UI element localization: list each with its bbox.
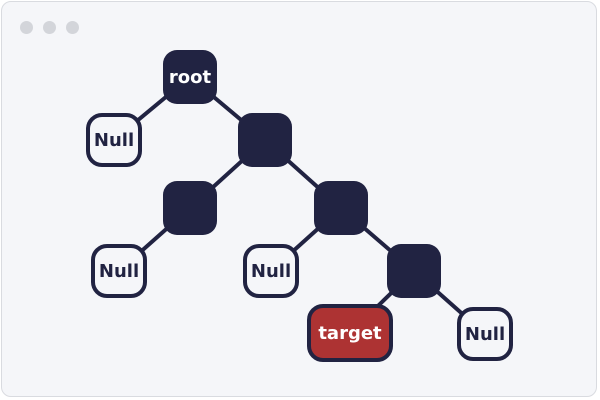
tree-node-root-left-null[interactable]: Null: [86, 113, 142, 167]
window-control-dot[interactable]: [66, 21, 79, 34]
tree-node-root-right[interactable]: [238, 113, 292, 167]
tree-node-rrr-right[interactable]: [387, 244, 441, 298]
window-control-dot[interactable]: [20, 21, 33, 34]
tree-node-box: [387, 244, 441, 298]
tree-node-box: [163, 50, 217, 104]
tree-node-box: [91, 244, 147, 298]
tree-node-rr-left[interactable]: [163, 181, 217, 235]
tree-node-label: Null: [251, 261, 291, 282]
tree-node-target[interactable]: target: [307, 304, 393, 362]
window-controls: [20, 21, 79, 34]
tree-node-box: [243, 244, 299, 298]
tree-node-box: [314, 181, 368, 235]
tree-node-box: [307, 304, 393, 362]
tree-node-box: [238, 113, 292, 167]
tree-node-label: Null: [465, 324, 505, 345]
tree-node-rrrr-right-null[interactable]: Null: [457, 307, 513, 361]
tree-node-label: Null: [94, 130, 134, 151]
tree-node-rrr-left-null[interactable]: Null: [243, 244, 299, 298]
tree-node-label: target: [318, 323, 382, 344]
tree-node-label: Null: [99, 261, 139, 282]
tree-node-box: [457, 307, 513, 361]
tree-node-rr-left-null[interactable]: Null: [91, 244, 147, 298]
tree-node-box: [163, 181, 217, 235]
tree-node-root[interactable]: root: [163, 50, 217, 104]
tree-node-label: root: [169, 67, 212, 88]
window-control-dot[interactable]: [43, 21, 56, 34]
tree-node-box: [86, 113, 142, 167]
tree-node-rr-right[interactable]: [314, 181, 368, 235]
